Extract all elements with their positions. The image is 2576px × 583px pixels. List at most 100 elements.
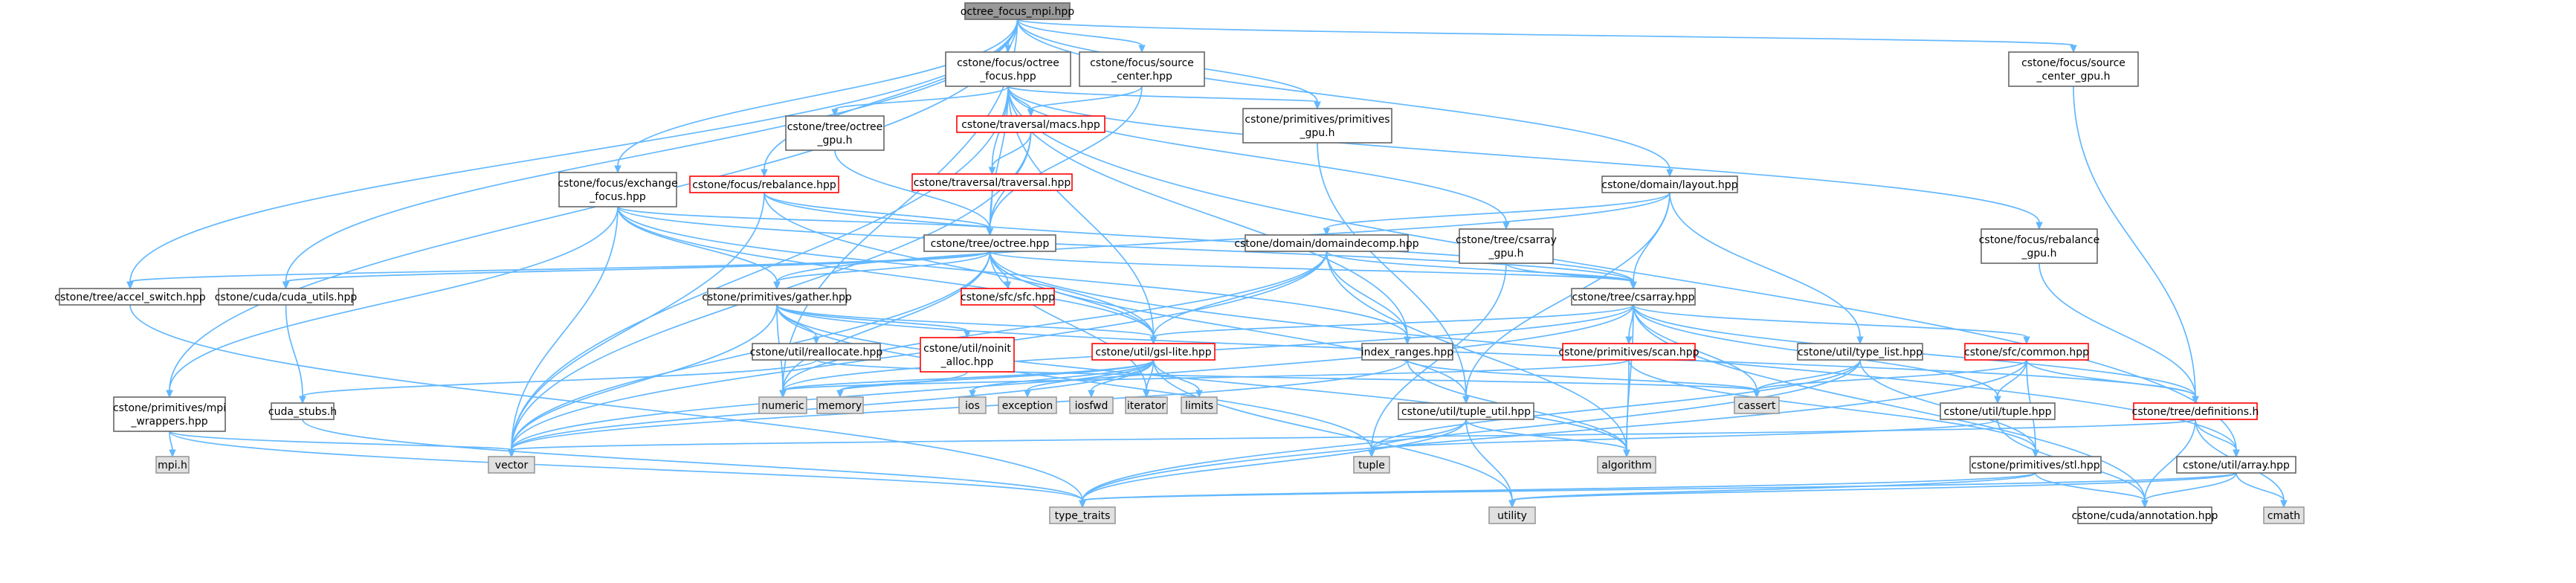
- node-label: index_ranges.hpp: [1361, 347, 1454, 358]
- edge-octree_focus-to-vector: [508, 86, 1009, 458]
- node-label: mpi.h: [158, 460, 187, 471]
- node-rebalance-gpu[interactable]: cstone/focus/rebalance_gpu.h: [1979, 228, 2100, 264]
- node-accel-switch[interactable]: cstone/tree/accel_switch.hpp: [54, 288, 206, 306]
- node-primitives-gpu[interactable]: cstone/primitives/primitives_gpu.h: [1242, 108, 1392, 144]
- node-annotation[interactable]: cstone/cuda/annotation.hpp: [2072, 506, 2218, 524]
- node-sfc[interactable]: cstone/sfc/sfc.hpp: [961, 288, 1055, 306]
- node-util-array[interactable]: cstone/util/array.hpp: [2176, 456, 2296, 474]
- edge-domaindecomp-to-numeric: [779, 251, 1328, 399]
- node-label: cstone/util/gsl-lite.hpp: [1095, 347, 1211, 358]
- node-csarray-gpu[interactable]: cstone/tree/csarray_gpu.h: [1456, 228, 1557, 264]
- edge-util_array-to-cmath: [2236, 472, 2288, 509]
- node-type-list[interactable]: cstone/util/type_list.hpp: [1797, 343, 1923, 361]
- edge-octree-to-accel_switch: [126, 251, 991, 290]
- edge-sfc_common-to-util_tuple: [1994, 359, 2027, 405]
- node-label: cstone/sfc/sfc.hpp: [961, 292, 1055, 303]
- node-tuple: tuple: [1353, 456, 1390, 474]
- node-label: cmath: [2267, 510, 2300, 522]
- node-label: type_traits: [1055, 510, 1111, 522]
- node-label: cstone/tree/csarray_gpu.h: [1456, 234, 1557, 260]
- node-iosfwd: iosfwd: [1069, 396, 1114, 414]
- edge-util_array-to-annotation: [2141, 472, 2237, 509]
- node-util-tuple[interactable]: cstone/util/tuple.hpp: [1940, 402, 2056, 420]
- node-gather[interactable]: cstone/primitives/gather.hpp: [702, 288, 852, 306]
- node-label: cuda_stubs.h: [268, 406, 337, 418]
- node-mpi-wrappers[interactable]: cstone/primitives/mpi_wrappers.hpp: [113, 396, 226, 432]
- edge-util_array-to-type_traits: [1079, 472, 2237, 509]
- edge-mpi_wrappers-to-vector: [169, 431, 515, 458]
- node-layout[interactable]: cstone/domain/layout.hpp: [1601, 175, 1738, 193]
- node-label: cstone/domain/domaindecomp.hpp: [1234, 238, 1418, 250]
- edge-mpi_wrappers-to-mpi_h: [169, 431, 176, 458]
- node-label: cstone/primitives/stl.hpp: [1971, 460, 2099, 471]
- node-limits: limits: [1181, 396, 1218, 414]
- node-reallocate[interactable]: cstone/util/reallocate.hpp: [750, 343, 883, 361]
- node-octree[interactable]: cstone/tree/octree.hpp: [923, 234, 1056, 252]
- node-label: cstone/focus/rebalance_gpu.h: [1979, 234, 2100, 260]
- node-stl[interactable]: cstone/primitives/stl.hpp: [1969, 456, 2102, 474]
- edge-layout-to-type_list: [1669, 192, 1864, 345]
- edge-index_ranges-to-cassert: [1407, 359, 1760, 399]
- node-label: cstone/traversal/traversal.hpp: [914, 177, 1071, 189]
- node-octree-focus[interactable]: cstone/focus/octree_focus.hpp: [945, 51, 1071, 87]
- node-csarray[interactable]: cstone/tree/csarray.hpp: [1571, 288, 1696, 306]
- node-cuda-utils[interactable]: cstone/cuda/cuda_utils.hpp: [215, 288, 358, 306]
- node-source-center-gpu[interactable]: cstone/focus/source_center_gpu.h: [2008, 51, 2139, 87]
- node-definitions[interactable]: cstone/tree/definitions.h: [2132, 402, 2259, 420]
- edge-octree_focus-to-rebalance_gpu: [1007, 86, 2043, 231]
- node-label: cstone/primitives/gather.hpp: [702, 292, 852, 303]
- edge-gather-to-noinit_alloc: [776, 304, 971, 339]
- node-scan[interactable]: cstone/primitives/scan.hpp: [1558, 343, 1699, 361]
- node-label: memory: [819, 400, 862, 412]
- edge-definitions-to-vector: [508, 419, 2196, 458]
- node-label: cstone/focus/source_center_gpu.h: [2021, 57, 2125, 83]
- node-tuple-util[interactable]: cstone/util/tuple_util.hpp: [1398, 402, 1534, 420]
- node-label: cassert: [1738, 400, 1776, 412]
- edge-sfc_common-to-cassert: [1753, 359, 2027, 399]
- edge-cuda_utils-to-cuda_stubs: [285, 304, 306, 405]
- edge-cuda_stubs-to-type_traits: [302, 419, 1086, 509]
- node-gsl-lite[interactable]: cstone/util/gsl-lite.hpp: [1091, 343, 1216, 361]
- node-label: cstone/focus/rebalance.hpp: [692, 179, 836, 191]
- node-index-ranges[interactable]: index_ranges.hpp: [1361, 343, 1454, 361]
- node-memory: memory: [816, 396, 864, 414]
- node-label: cstone/cuda/annotation.hpp: [2072, 510, 2218, 522]
- node-label: cstone/util/noinit_alloc.hpp: [923, 343, 1011, 368]
- node-label: exception: [1002, 400, 1053, 412]
- node-layer: octree_focus_mpi.hpp cstone/focus/octree_…: [54, 2, 2305, 524]
- node-octree-gpu[interactable]: cstone/tree/octree_gpu.h: [785, 115, 885, 151]
- node-label: cstone/util/tuple_util.hpp: [1401, 406, 1531, 418]
- node-root[interactable]: octree_focus_mpi.hpp: [961, 2, 1074, 20]
- node-rebalance[interactable]: cstone/focus/rebalance.hpp: [689, 175, 839, 193]
- node-mpi-h: mpi.h: [155, 456, 190, 474]
- node-macs[interactable]: cstone/traversal/macs.hpp: [956, 115, 1105, 133]
- node-exchange-focus[interactable]: cstone/focus/exchange_focus.hpp: [558, 172, 678, 207]
- node-vector: vector: [488, 456, 535, 474]
- node-source-center[interactable]: cstone/focus/source_center.hpp: [1079, 51, 1205, 87]
- node-label: cstone/tree/definitions.h: [2132, 406, 2259, 418]
- edge-scan-to-algorithm: [1623, 359, 1630, 458]
- edge-layout-to-domaindecomp: [1323, 192, 1670, 236]
- node-domaindecomp[interactable]: cstone/domain/domaindecomp.hpp: [1234, 234, 1419, 252]
- node-noinit-alloc[interactable]: cstone/util/noinit_alloc.hpp: [920, 337, 1015, 373]
- node-label: cstone/cuda/cuda_utils.hpp: [215, 292, 358, 303]
- edge-index_ranges-to-vector: [508, 359, 1408, 458]
- node-cmath: cmath: [2263, 506, 2305, 524]
- node-ios: ios: [958, 396, 987, 414]
- node-label: octree_focus_mpi.hpp: [961, 6, 1074, 18]
- node-cassert: cassert: [1734, 396, 1780, 414]
- node-label: limits: [1185, 400, 1213, 412]
- edge-octree-to-gather: [773, 251, 991, 290]
- node-cuda-stubs[interactable]: cuda_stubs.h: [268, 402, 337, 420]
- node-type-traits: type_traits: [1049, 506, 1116, 524]
- edge-util_array-to-utility: [1508, 472, 2237, 509]
- node-sfc-common[interactable]: cstone/sfc/common.hpp: [1964, 343, 2089, 361]
- node-traversal[interactable]: cstone/traversal/traversal.hpp: [911, 173, 1073, 191]
- edge-reallocate-to-cuda_stubs: [299, 359, 817, 405]
- edge-root-to-cuda_utils: [282, 19, 1019, 290]
- edge-rebalance-to-octree: [764, 192, 994, 236]
- edge-gather-to-reallocate: [776, 304, 820, 345]
- edge-root-to-layout: [1016, 19, 1673, 178]
- edge-sfc_common-to-definitions: [2026, 359, 2199, 405]
